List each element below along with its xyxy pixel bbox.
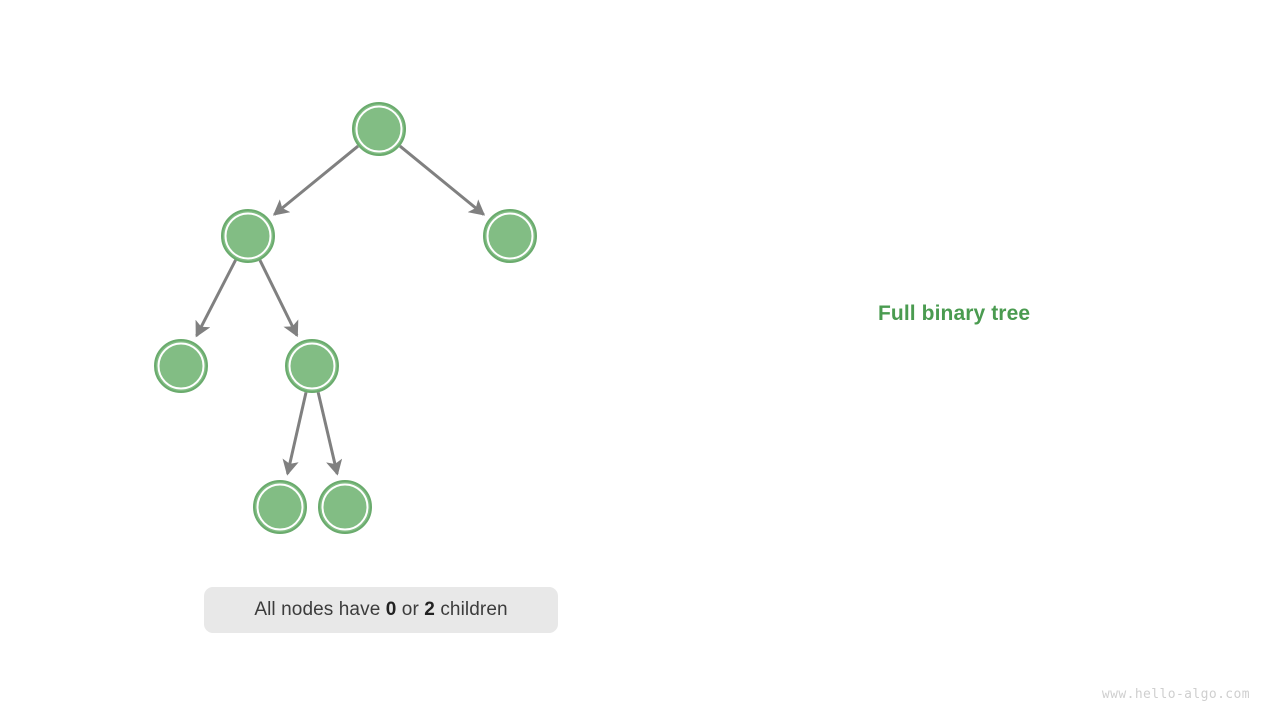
tree-node [352, 102, 406, 156]
tree-node [285, 339, 339, 393]
node-inner-ring [157, 342, 205, 390]
node-circle [285, 339, 339, 393]
tree-edge [282, 391, 308, 476]
tree-edge [272, 144, 360, 216]
tree-edge [316, 391, 343, 476]
node-inner-ring [355, 105, 403, 153]
tree-node [483, 209, 537, 263]
caption-pill: All nodes have 0 or 2 children [204, 587, 558, 633]
caption-segment: All nodes have [254, 599, 386, 620]
node-inner-ring [288, 342, 336, 390]
tree-node [221, 209, 275, 263]
watermark-url: www.hello-algo.com [1101, 687, 1250, 702]
caption-number: 0 [385, 599, 397, 620]
node-circle [221, 209, 275, 263]
tree-node [154, 339, 208, 393]
tree-nodes [154, 102, 537, 534]
node-circle [352, 102, 406, 156]
caption-segment: or [396, 599, 425, 620]
tree-edges [195, 144, 486, 476]
node-inner-ring [486, 212, 534, 260]
tree-edge [258, 259, 299, 338]
tree-node [318, 480, 372, 534]
caption-segment: children [434, 599, 508, 620]
node-inner-ring [224, 212, 272, 260]
node-inner-ring [256, 483, 304, 531]
caption-label: All nodes have 0 or 2 children [254, 599, 507, 621]
page-title: Full binary tree [878, 302, 1031, 325]
node-circle [318, 480, 372, 534]
node-circle [253, 480, 307, 534]
node-circle [483, 209, 537, 263]
tree-edge [398, 144, 486, 216]
caption-number: 2 [424, 599, 435, 620]
node-circle [154, 339, 208, 393]
node-inner-ring [321, 483, 369, 531]
tree-node [253, 480, 307, 534]
tree-edge [195, 259, 237, 338]
